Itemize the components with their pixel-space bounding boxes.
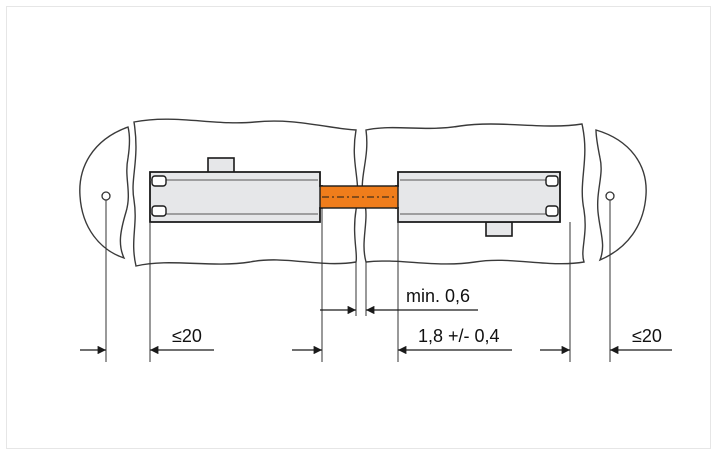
gap-min-label: min. 0,6 <box>406 286 470 306</box>
right-end-cap <box>595 129 647 262</box>
extension-lines <box>105 200 611 362</box>
diagram-frame <box>6 6 711 449</box>
right-terminal <box>395 171 561 237</box>
right-hole <box>605 191 615 201</box>
length-label: 1,8 +/- 0,4 <box>418 326 500 346</box>
dimension-arrows <box>80 305 672 355</box>
left-max-label: ≤20 <box>172 326 202 346</box>
right-max-label: ≤20 <box>632 326 662 346</box>
left-hole <box>101 191 111 201</box>
connector-piece <box>319 185 399 209</box>
